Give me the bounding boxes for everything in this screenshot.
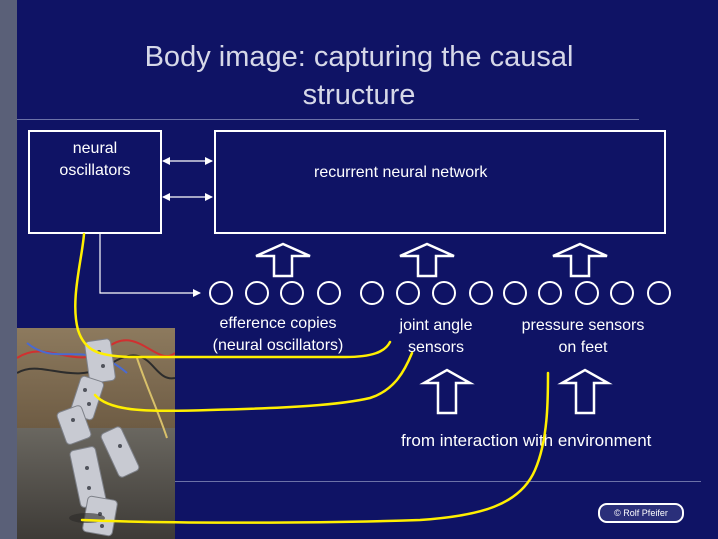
neuron-row — [209, 281, 671, 305]
neuron-node — [503, 281, 527, 305]
neuron-node — [647, 281, 671, 305]
oscillator-to-efference-arrow — [99, 234, 201, 297]
footer-divider — [175, 481, 701, 482]
neuron-node — [575, 281, 599, 305]
neuron-node — [280, 281, 304, 305]
neuron-node — [538, 281, 562, 305]
neuron-node — [317, 281, 341, 305]
neuron-node — [360, 281, 384, 305]
neuron-node — [432, 281, 456, 305]
neuron-node — [209, 281, 233, 305]
joint-angle-label-2: sensors — [407, 339, 465, 356]
neuron-node — [469, 281, 493, 305]
environment-label: from interaction with environment — [401, 431, 652, 450]
wire-oscillators — [74, 232, 392, 359]
robot-leg-links — [56, 338, 140, 537]
up-arrow-icon — [552, 242, 608, 278]
neural-oscillators-label-2: oscillators — [59, 162, 131, 179]
copyright-badge: © Rolf Pfeifer — [598, 503, 684, 523]
neural-oscillators-label-1: neural — [72, 140, 118, 157]
recurrent-network-box — [214, 130, 666, 234]
neuron-node — [396, 281, 420, 305]
pressure-sensors-label-1: pressure sensors — [521, 317, 645, 334]
up-arrow-icon — [399, 242, 455, 278]
slide-title-line-1: Body image: capturing the causal — [144, 41, 574, 73]
wire-pressure — [80, 371, 550, 524]
efference-label-1: efference copies — [219, 315, 337, 332]
wire-joint-angle — [93, 351, 414, 413]
slide-title-line-2: structure — [302, 79, 416, 111]
efference-label-2: (neural oscillators) — [212, 337, 344, 354]
joint-angle-label-1: joint angle — [399, 317, 473, 334]
up-arrow-icon — [557, 368, 613, 415]
neuron-node — [610, 281, 634, 305]
title-divider — [17, 119, 639, 120]
up-arrow-icon — [255, 242, 311, 278]
up-arrow-icon — [419, 368, 475, 415]
neural-oscillators-box — [28, 130, 162, 234]
recurrent-network-label: recurrent neural network — [314, 164, 488, 181]
neuron-node — [245, 281, 269, 305]
pressure-sensors-label-2: on feet — [558, 339, 608, 356]
